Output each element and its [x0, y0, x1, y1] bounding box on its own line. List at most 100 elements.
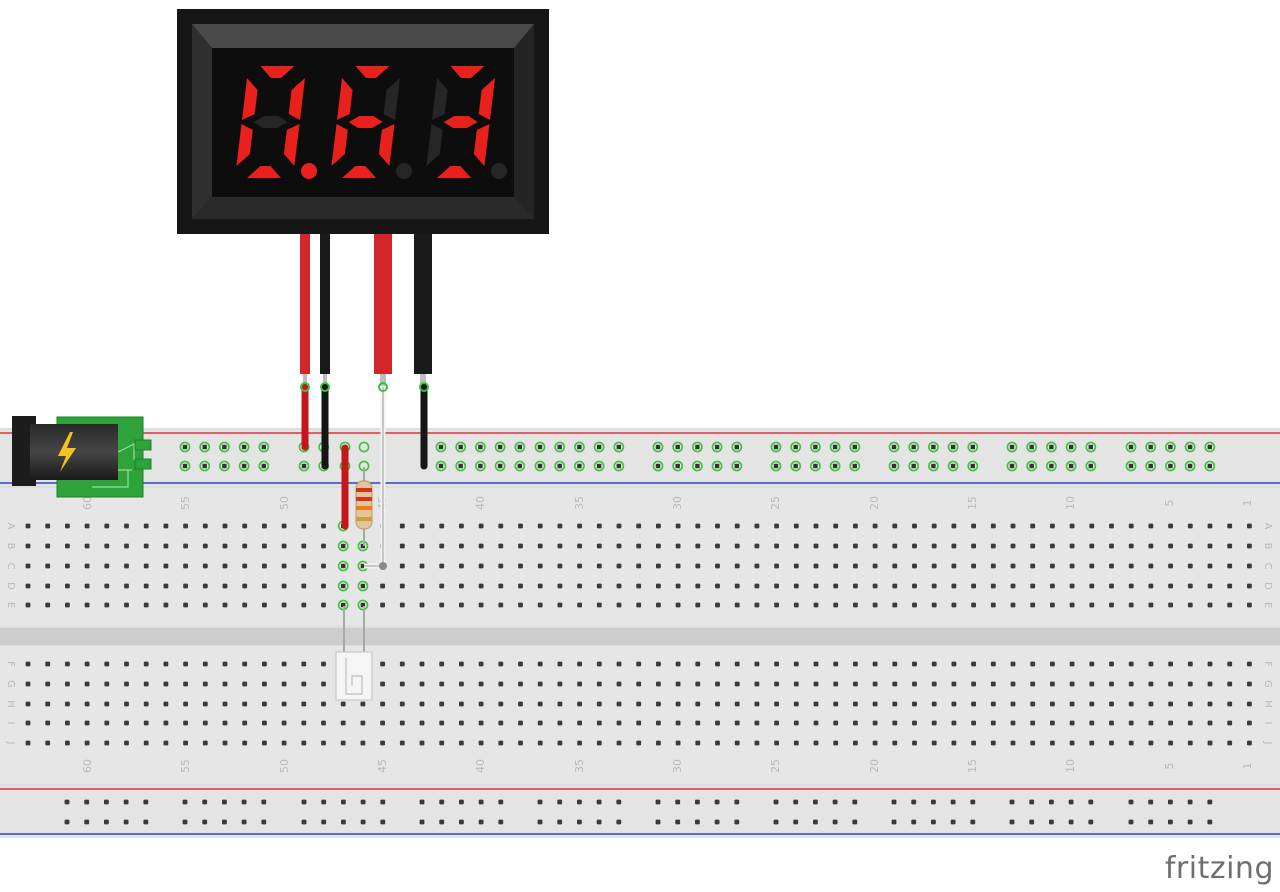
breadboard-hole	[853, 740, 858, 746]
breadboard-hole	[990, 583, 996, 589]
rail-hole	[1029, 463, 1034, 469]
breadboard-hole	[990, 543, 996, 549]
breadboard-hole	[25, 543, 31, 549]
breadboard-hole	[321, 602, 326, 608]
breadboard-hole	[1050, 681, 1055, 687]
breadboard-hole	[695, 681, 701, 687]
breadboard-hole	[1187, 543, 1193, 549]
breadboard-hole	[1247, 583, 1252, 589]
breadboard-hole	[636, 543, 642, 549]
breadboard-hole	[537, 701, 543, 707]
breadboard-hole	[813, 720, 819, 726]
breadboard-hole	[774, 701, 779, 707]
breadboard-hole	[951, 661, 957, 667]
breadboard-hole	[1227, 602, 1233, 608]
breadboard-hole	[143, 563, 149, 569]
breadboard-hole	[419, 720, 425, 726]
breadboard-hole	[892, 563, 898, 569]
rail-hole	[202, 444, 207, 450]
column-label: 55	[179, 759, 192, 773]
rail-hole	[202, 463, 207, 469]
breadboard-hole	[1030, 583, 1036, 589]
breadboard-hole	[872, 602, 878, 608]
meter-wire-tip	[420, 374, 426, 386]
breadboard-hole	[163, 602, 169, 608]
rail-hole	[891, 444, 897, 450]
rail-hole-active	[692, 441, 703, 453]
breadboard-hole	[537, 740, 543, 746]
row-label: J	[1262, 741, 1273, 745]
breadboard-hole	[1109, 701, 1114, 707]
breadboard-hole	[1247, 602, 1252, 608]
breadboard-hole	[1030, 563, 1036, 569]
breadboard-hole	[262, 740, 267, 746]
meter-wire-tip	[380, 374, 386, 386]
row-label: E	[5, 602, 16, 608]
breadboard-hole	[25, 583, 31, 589]
breadboard-hole	[143, 583, 149, 589]
breadboard-hole	[557, 701, 563, 707]
breadboard-hole	[124, 661, 129, 667]
rail-hole	[577, 463, 582, 469]
breadboard-hole	[1227, 701, 1233, 707]
breadboard-hole	[656, 681, 661, 687]
breadboard-hole	[774, 681, 779, 687]
rail-hole	[1187, 819, 1193, 825]
jumper-wires	[300, 382, 429, 570]
breadboard-hole	[301, 701, 307, 707]
rail-hole	[143, 819, 149, 825]
breadboard-hole	[1247, 563, 1252, 569]
breadboard-hole	[202, 583, 208, 589]
breadboard-hole	[951, 543, 957, 549]
breadboard-hole	[892, 661, 898, 667]
fritzing-logo: fritzing	[1164, 851, 1274, 886]
breadboard-hole	[321, 720, 326, 726]
breadboard-hole	[636, 583, 642, 589]
breadboard-hole	[65, 661, 70, 667]
rail-hole-active	[298, 460, 310, 472]
rail-hole-active	[1125, 441, 1137, 453]
breadboard-hole	[1128, 681, 1134, 687]
rail-hole-active	[514, 441, 526, 453]
breadboard-hole	[478, 740, 484, 746]
rail-hole	[143, 799, 149, 805]
breadboard-hole	[1089, 543, 1095, 549]
breadboard-hole	[793, 661, 799, 667]
breadboard-hole	[222, 661, 228, 667]
rail-hole-active	[474, 441, 486, 453]
rail-hole	[734, 799, 740, 805]
breadboard-hole	[1128, 701, 1134, 707]
breadboard-hole	[84, 583, 90, 589]
breadboard-hole	[1148, 602, 1154, 608]
breadboard-hole	[793, 720, 799, 726]
rail-hole-active	[1046, 460, 1057, 472]
breadboard-hole	[301, 602, 307, 608]
rail-hole	[911, 463, 916, 469]
breadboard-hole	[577, 740, 582, 746]
rail-hole	[931, 444, 936, 450]
rail-hole	[301, 463, 307, 469]
breadboard-hole	[774, 661, 779, 667]
rail-hole	[182, 799, 188, 805]
breadboard-hole	[990, 602, 996, 608]
segment-g	[253, 116, 288, 128]
rail-hole	[655, 819, 661, 825]
rail-hole-active	[1026, 460, 1038, 472]
rail-hole	[714, 444, 720, 450]
breadboard-hole	[163, 661, 169, 667]
segment-a	[450, 66, 485, 78]
rail-hole-active	[455, 441, 467, 453]
breadboard-hole	[971, 681, 976, 687]
rail-hole	[596, 799, 602, 805]
meter-wire-tip	[303, 374, 307, 386]
breadboard-hole	[675, 701, 681, 707]
breadboard-hole	[636, 681, 642, 687]
breadboard-hole	[1227, 583, 1233, 589]
breadboard-hole	[439, 602, 445, 608]
rail-hole	[832, 819, 838, 825]
breadboard-hole	[262, 661, 267, 667]
rail-hole	[1009, 463, 1015, 469]
breadboard-hole	[1010, 583, 1016, 589]
rail-hole	[459, 799, 464, 805]
breadboard-hole	[459, 602, 464, 608]
